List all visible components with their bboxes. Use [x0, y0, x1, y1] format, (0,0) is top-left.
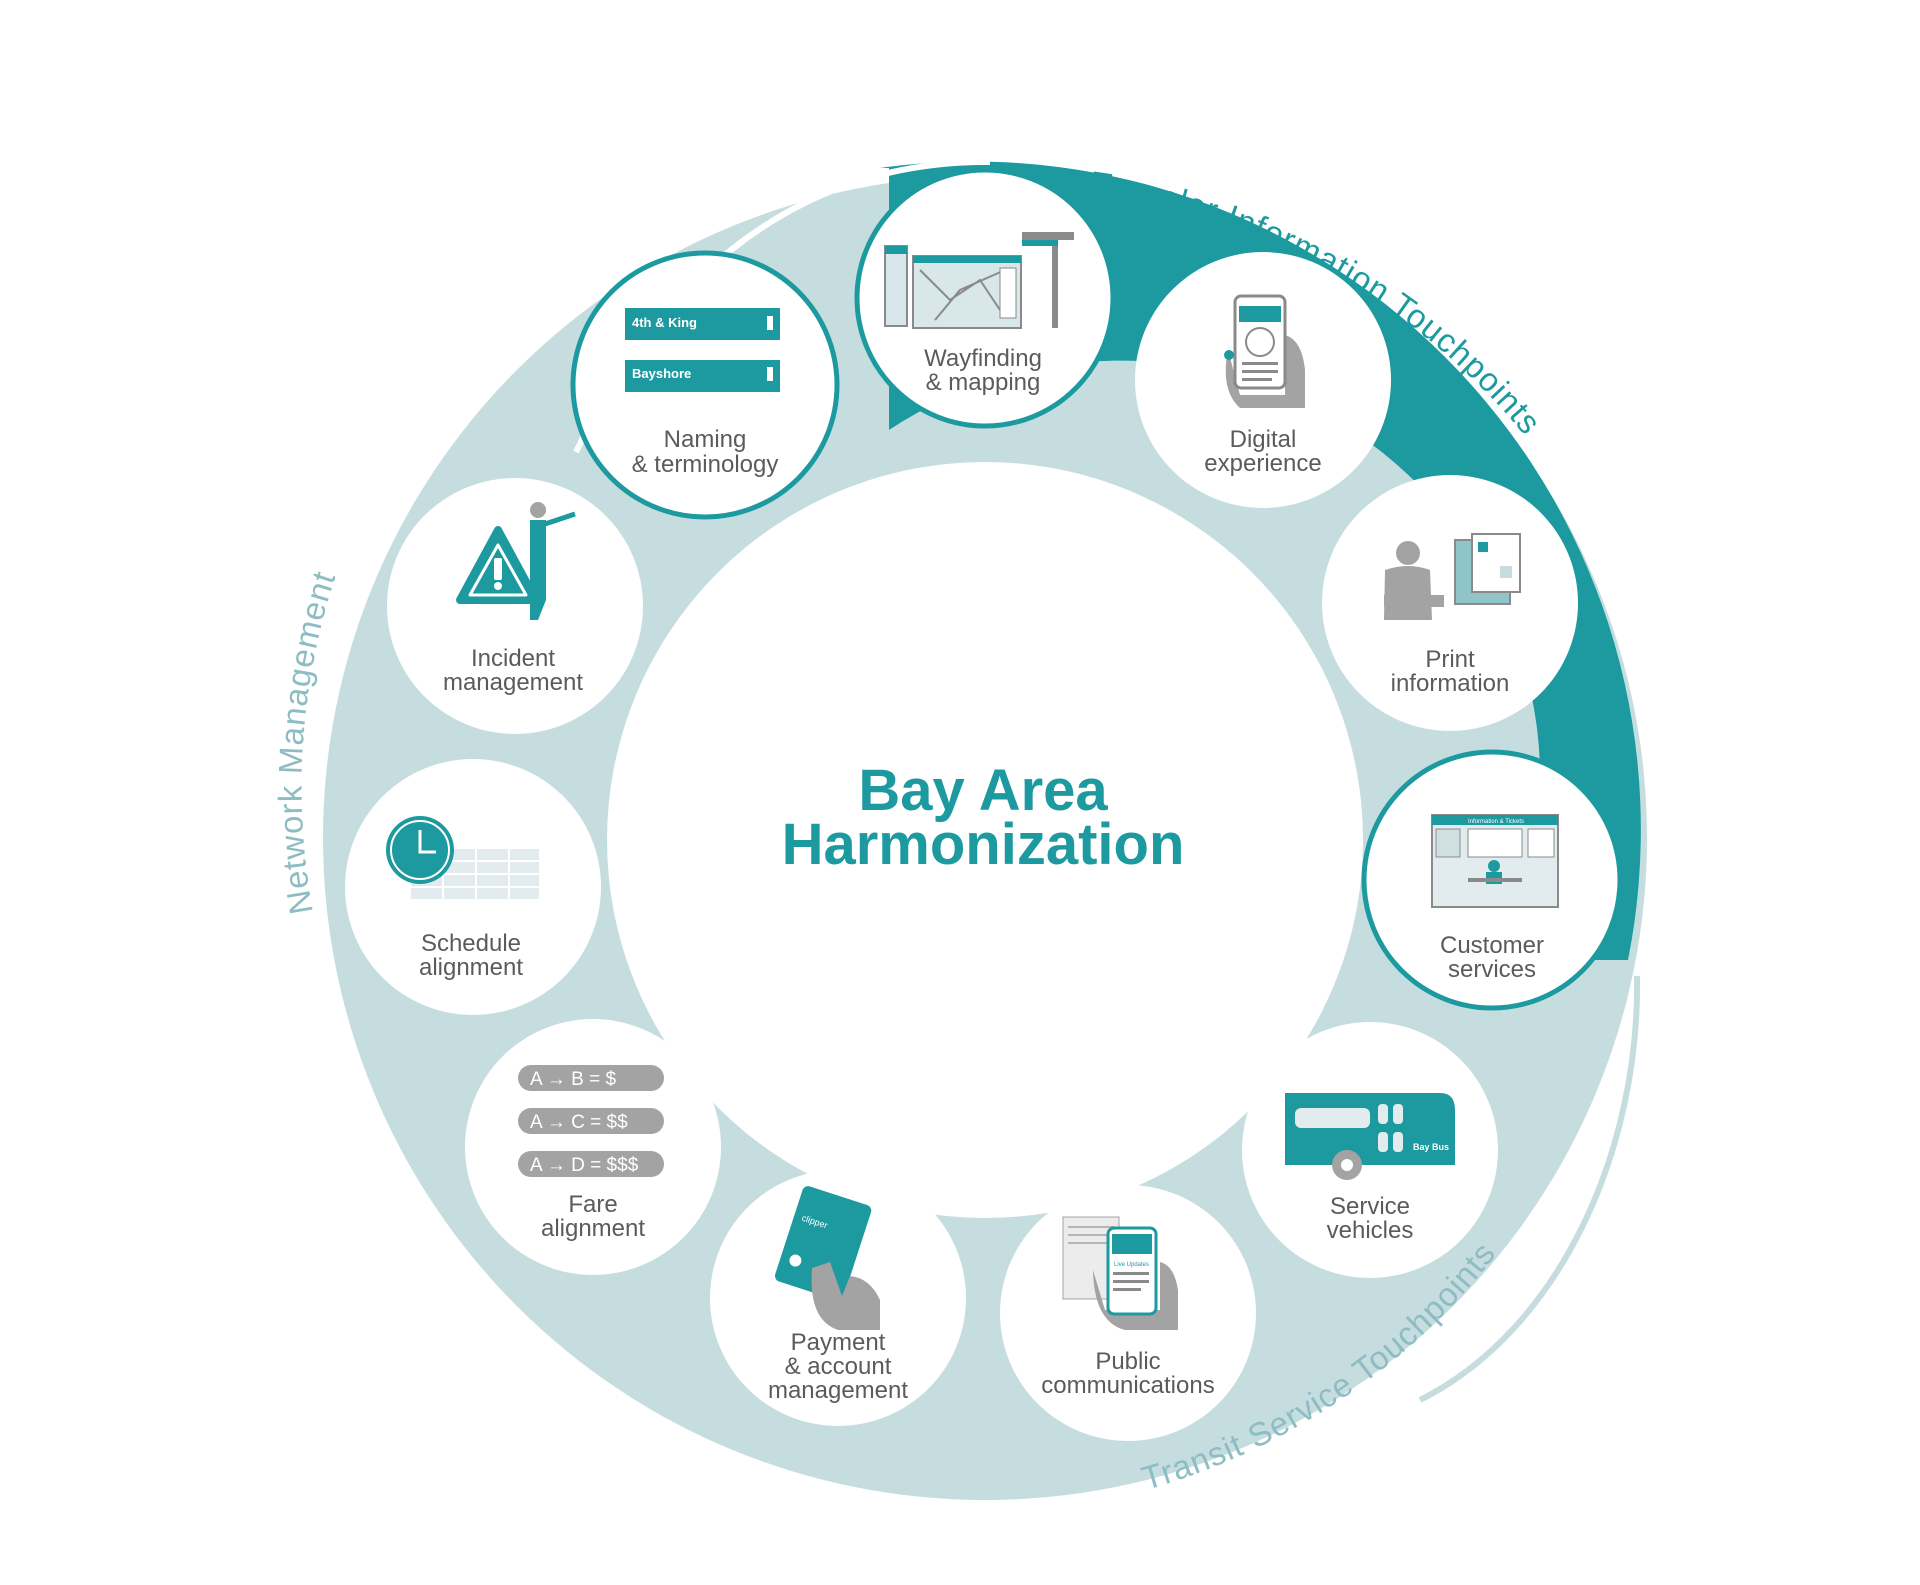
warning-person-icon	[456, 502, 576, 620]
center-title-line2: Harmonization	[782, 812, 1185, 877]
node-public-label-2: communications	[1041, 1372, 1214, 1399]
bus-logo: Bay Bus	[1413, 1142, 1449, 1152]
node-wayfinding[interactable]: Wayfinding & mapping	[854, 167, 1116, 429]
node-naming-label-1: Naming	[664, 426, 747, 453]
node-incident-label-1: Incident	[471, 645, 555, 672]
fare-pill-2: A → C = $$	[530, 1112, 628, 1133]
node-fare[interactable]: A → B = $ A → C = $$ A → D = $$$ Fare al…	[465, 1019, 721, 1275]
node-wayfinding-label-2: & mapping	[926, 369, 1041, 396]
kiosk-label: Information & Tickets	[1468, 819, 1524, 825]
node-naming-label-2: & terminology	[632, 451, 779, 478]
fare-pill-3: A → D = $$$	[530, 1155, 639, 1176]
node-schedule-label-2: alignment	[419, 954, 523, 981]
node-customer[interactable]: Information & Tickets Customer services	[1361, 749, 1623, 1011]
center-title-line1: Bay Area	[858, 758, 1108, 823]
node-wayfinding-label-1: Wayfinding	[924, 345, 1042, 372]
fare-table-icon: A → B = $ A → C = $$ A → D = $$$	[518, 1065, 664, 1177]
print-brochure-icon	[1384, 533, 1521, 620]
node-public[interactable]: Live Updates Public communications	[1000, 1185, 1256, 1441]
node-customer-label-2: services	[1448, 956, 1536, 983]
phone-updates-icon: Live Updates	[1062, 1216, 1178, 1330]
node-service[interactable]: Bay Bus Service vehicles	[1242, 1022, 1498, 1278]
node-digital[interactable]: Digital experience	[1135, 252, 1391, 508]
node-naming[interactable]: 4th & King Bayshore Naming & terminology	[570, 250, 840, 520]
node-print[interactable]: Print information	[1322, 475, 1578, 731]
node-public-label-1: Public	[1095, 1348, 1160, 1375]
node-payment-label-1: Payment	[791, 1329, 886, 1356]
node-service-label-2: vehicles	[1327, 1217, 1414, 1244]
node-payment[interactable]: clipper Payment & account management	[710, 1170, 966, 1426]
sign-4th-king: 4th & King	[632, 315, 697, 330]
service-counter-icon: Information & Tickets	[1431, 814, 1559, 908]
fare-card-icon: clipper	[774, 1186, 880, 1330]
node-digital-label-1: Digital	[1230, 426, 1297, 453]
phone-title: Live Updates	[1114, 1262, 1149, 1268]
center-core	[607, 462, 1363, 1218]
bus-icon: Bay Bus	[1285, 1093, 1455, 1180]
node-schedule-label-1: Schedule	[421, 930, 521, 957]
node-customer-label-1: Customer	[1440, 932, 1544, 959]
node-print-label-1: Print	[1425, 646, 1475, 673]
sign-bayshore: Bayshore	[632, 366, 691, 381]
node-incident-label-2: management	[443, 669, 583, 696]
node-incident[interactable]: Incident management	[387, 478, 643, 734]
node-digital-label-2: experience	[1204, 450, 1321, 477]
station-sign-icon: 4th & King Bayshore	[625, 308, 780, 392]
node-fare-label-2: alignment	[541, 1215, 645, 1242]
node-payment-label-3: management	[768, 1377, 908, 1404]
node-print-label-2: information	[1391, 670, 1510, 697]
fare-pill-1: A → B = $	[530, 1069, 617, 1090]
phone-in-hand-icon	[1224, 294, 1305, 408]
node-payment-label-2: & account	[785, 1353, 892, 1380]
node-service-label-1: Service	[1330, 1193, 1410, 1220]
wayfinding-map-icon	[884, 232, 1074, 329]
node-schedule[interactable]: Schedule alignment	[345, 759, 601, 1015]
clock-timetable-icon	[386, 816, 541, 901]
node-fare-label-1: Fare	[568, 1191, 617, 1218]
